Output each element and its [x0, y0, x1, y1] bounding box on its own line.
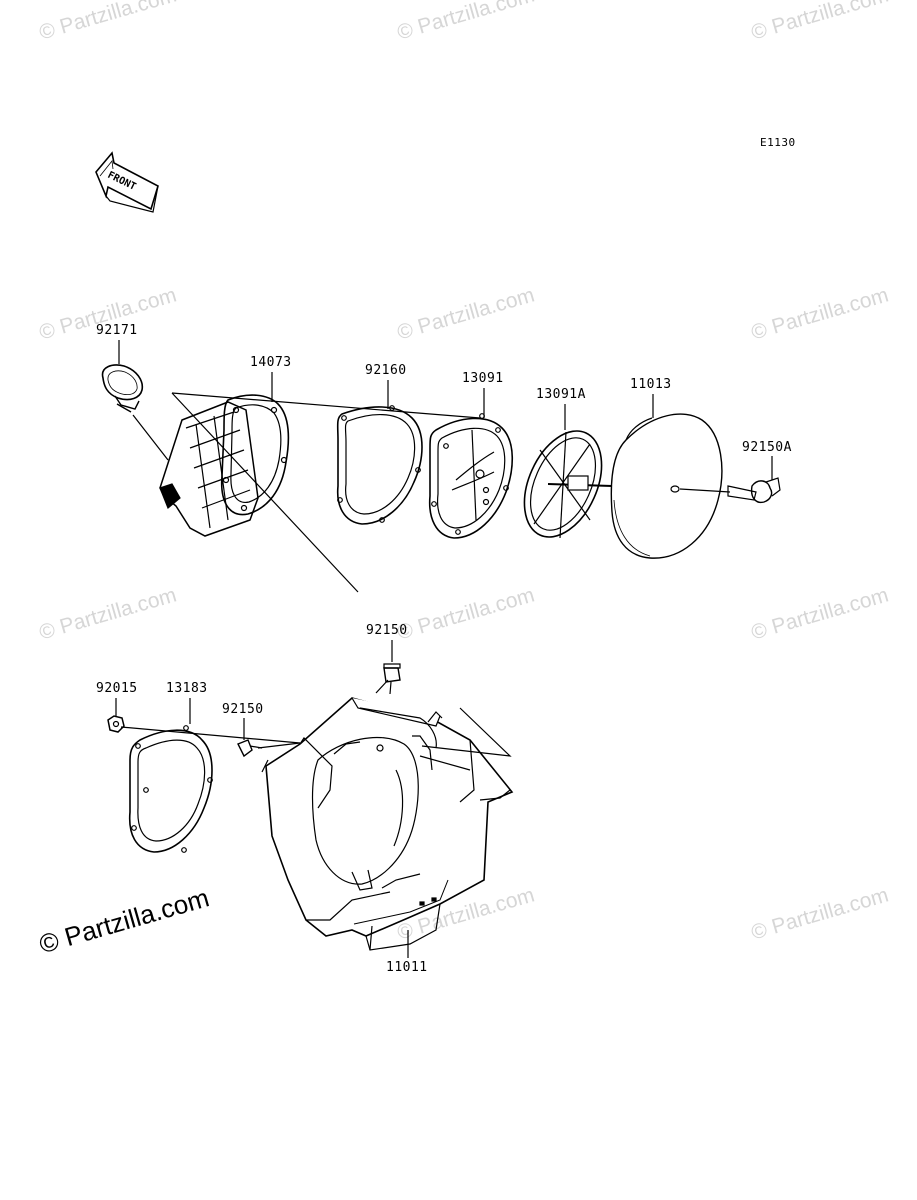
- air-cleaner-case-11011: [261, 697, 514, 951]
- part-label: 92150A: [742, 440, 792, 455]
- part-label: 13091: [462, 371, 504, 386]
- part-label: 92171: [96, 323, 138, 338]
- part-label: 92150: [366, 623, 408, 638]
- wing-bolt-92150a: [679, 477, 781, 504]
- part-label: 14073: [250, 355, 292, 370]
- part-label: 11013: [630, 377, 672, 392]
- part-label: 11011: [386, 960, 428, 975]
- part-label: 92160: [365, 363, 407, 378]
- gasket-92160: [336, 405, 423, 525]
- front-arrow-icon: FRONT: [95, 151, 159, 213]
- bolt-92150-side: [237, 739, 263, 758]
- filter-plate-13091: [428, 413, 514, 539]
- filter-element-11013: [610, 413, 723, 559]
- part-label: 13091A: [536, 387, 586, 402]
- part-label: 13183: [166, 681, 208, 696]
- part-label: 92015: [96, 681, 138, 696]
- nut-92015: [107, 715, 125, 733]
- part-label: 92150: [222, 702, 264, 717]
- clamp-92171: [101, 364, 144, 413]
- diagram-code: E1130: [760, 136, 796, 149]
- gasket-13183: [128, 725, 213, 853]
- bolt-92150-top: [383, 663, 401, 695]
- gasket-14073: [220, 394, 290, 516]
- filter-frame-13091a: [523, 430, 613, 539]
